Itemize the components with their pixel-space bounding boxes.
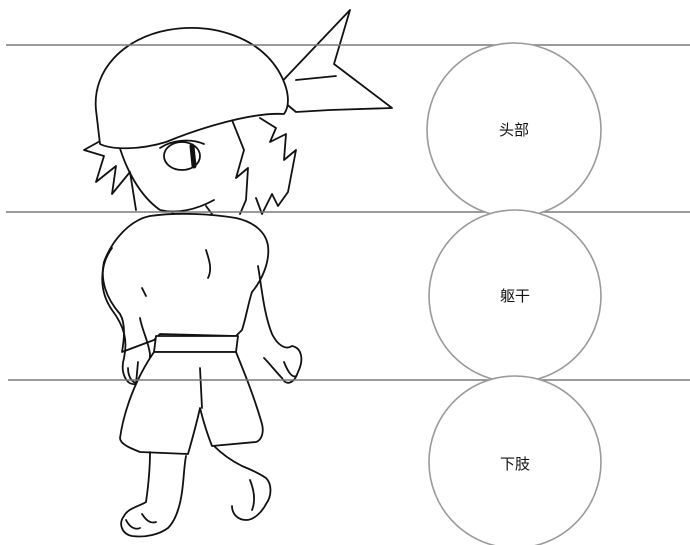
character-illustration — [83, 9, 393, 538]
right-leg — [213, 445, 272, 521]
lower-limbs-label: 下肢 — [500, 455, 530, 473]
torso — [101, 212, 270, 353]
left-leg — [120, 451, 187, 538]
torso-label: 躯干 — [500, 287, 530, 305]
hair — [83, 117, 297, 215]
eye — [163, 141, 201, 171]
left-arm — [101, 247, 151, 385]
section-circle-head: 头部 — [426, 42, 602, 218]
bandana — [94, 27, 289, 150]
shorts — [119, 351, 264, 455]
bandana-knot — [271, 9, 393, 113]
lower-limbs-circle — [428, 375, 602, 545]
right-arm — [257, 265, 303, 384]
section-circle-lower-limbs: 下肢 — [428, 375, 602, 545]
waistband — [153, 335, 239, 353]
head-label: 头部 — [499, 121, 529, 139]
head-outline — [117, 141, 215, 213]
section-circle-torso: 躯干 — [428, 209, 602, 383]
pupil — [189, 143, 197, 169]
